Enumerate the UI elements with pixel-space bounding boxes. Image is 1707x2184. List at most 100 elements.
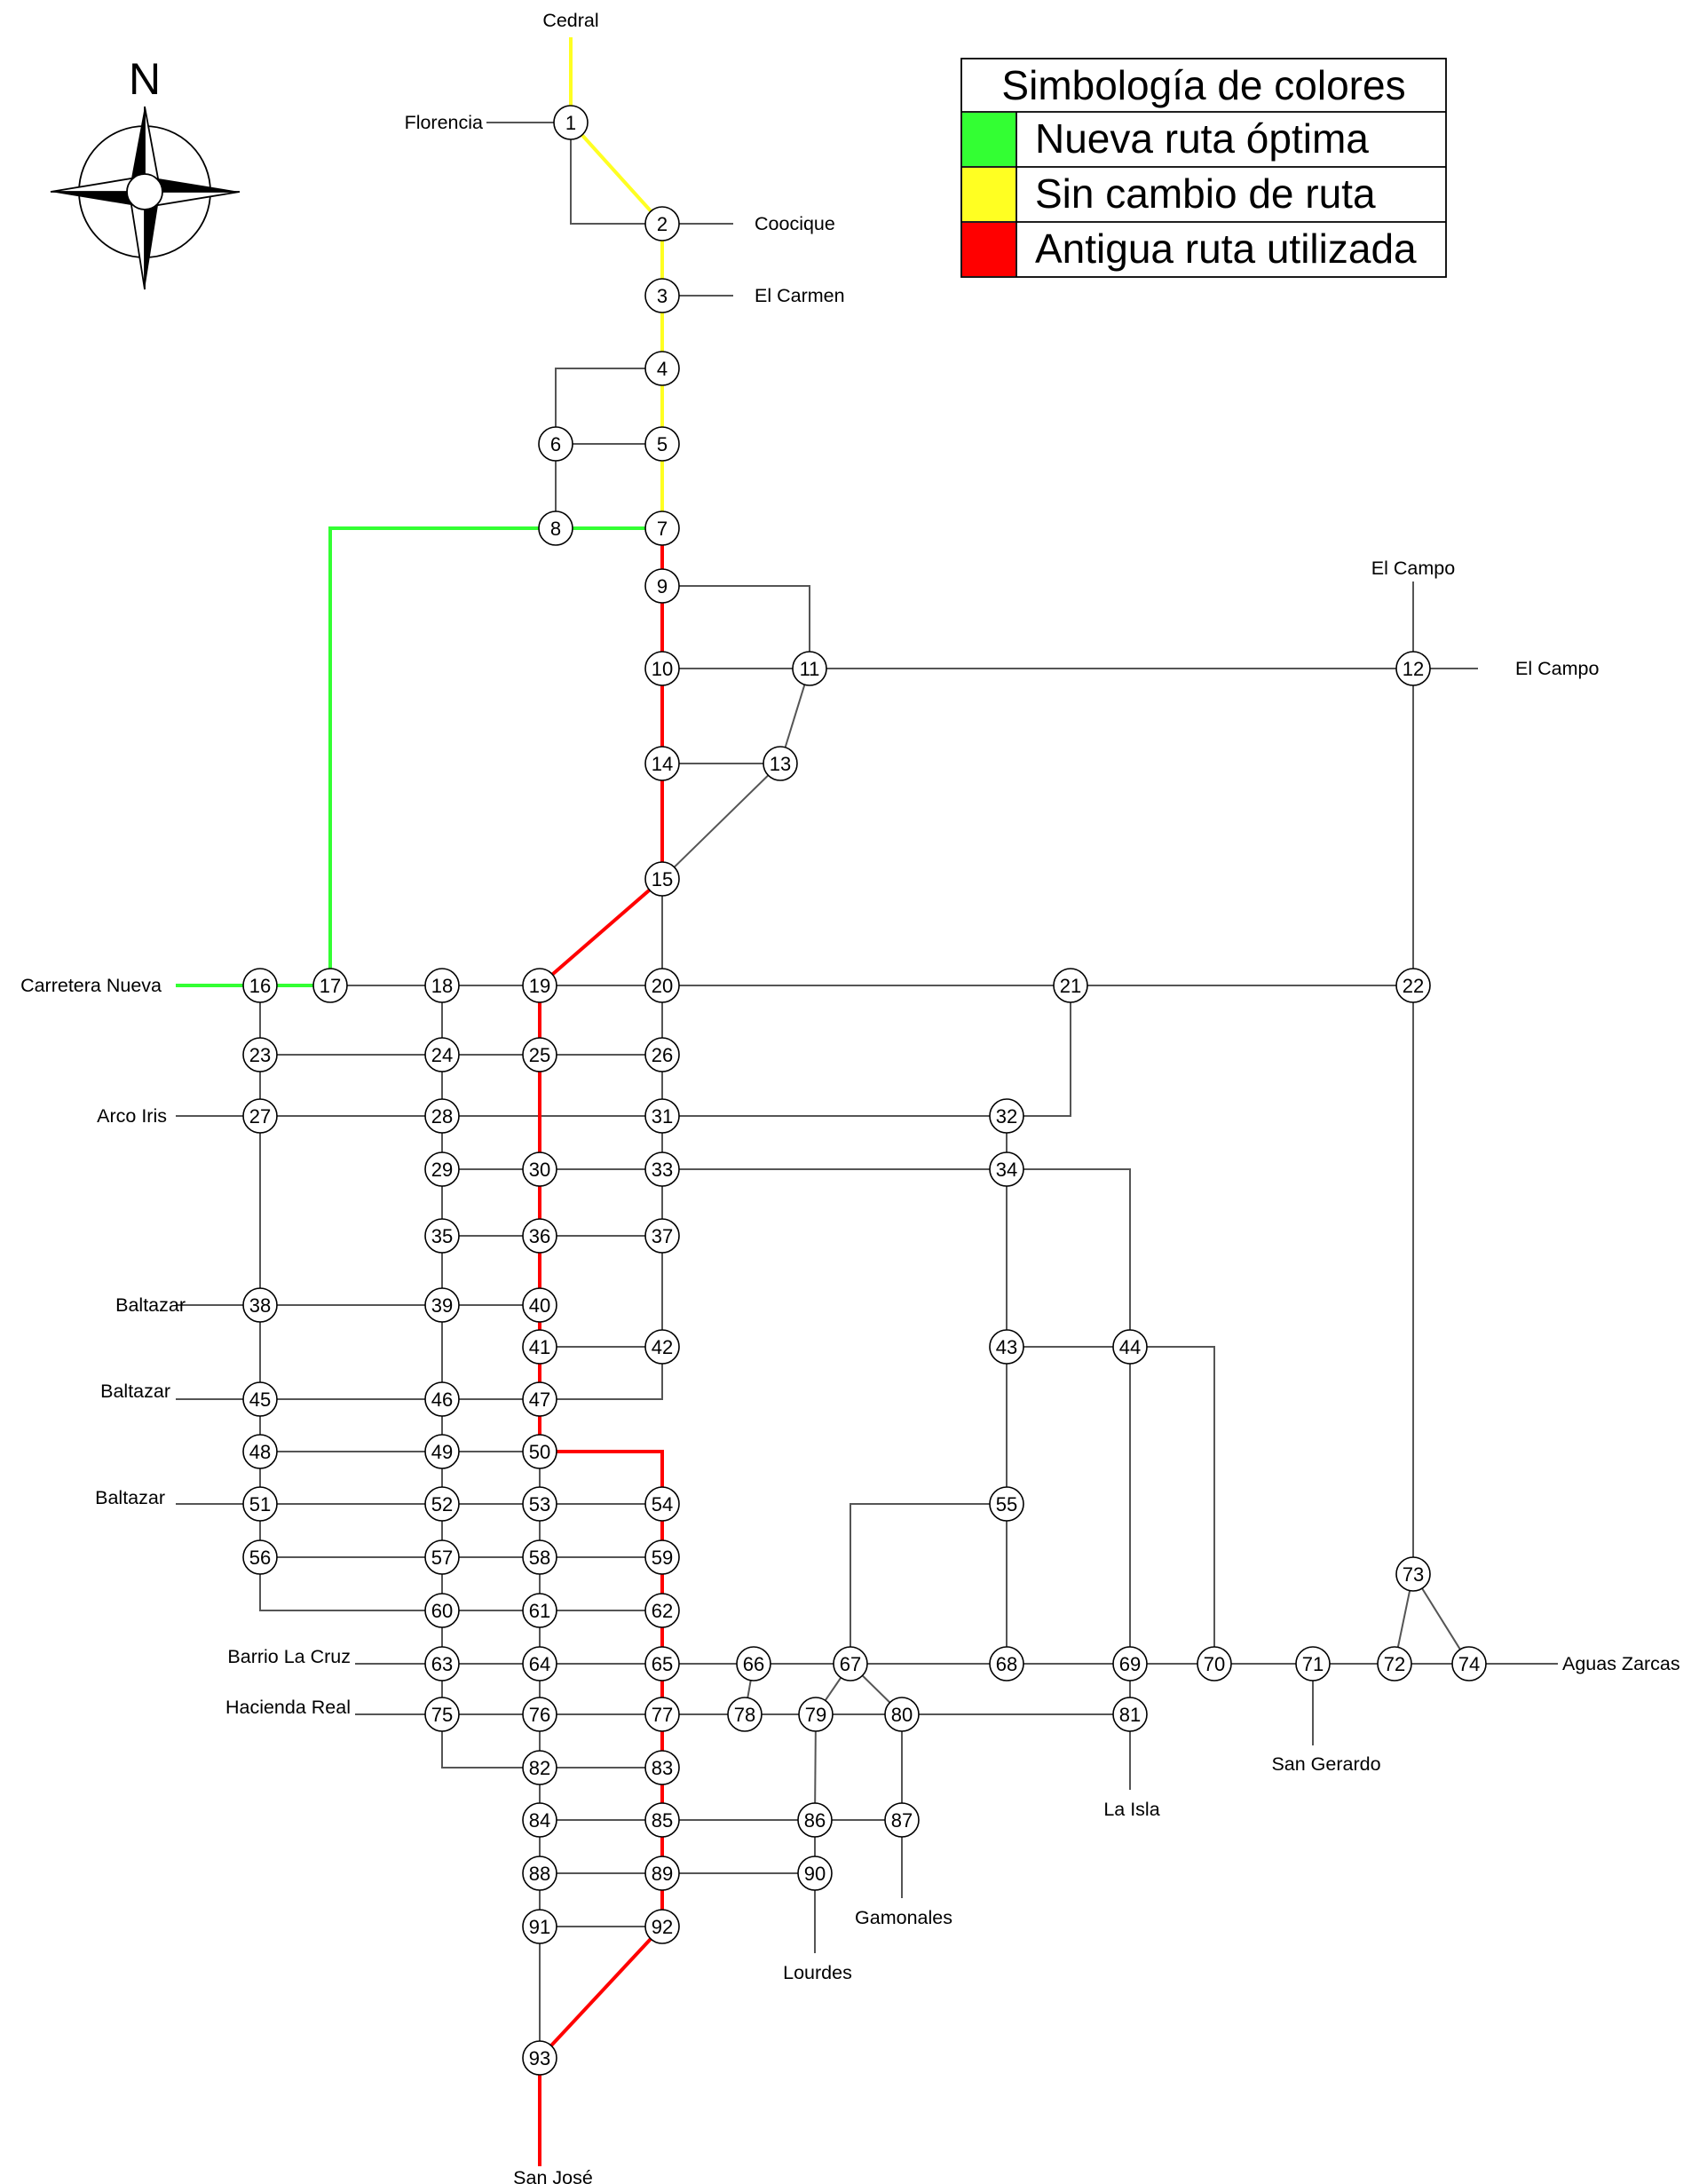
node-34: 34 [989,1151,1024,1187]
node-circle [522,1909,557,1944]
road-edge [259,1557,442,1611]
node-label: 79 [805,1704,826,1726]
node-circle [833,1646,868,1682]
node-21: 21 [1053,968,1088,1003]
node-circle [522,1218,557,1254]
node-label: 14 [652,753,673,775]
road-edge [814,1713,817,1821]
node-15: 15 [644,861,680,897]
node-91: 91 [522,1909,557,1944]
node-label: 73 [1403,1563,1424,1586]
place-label-gamonales: Gamonales [855,1907,952,1928]
node-circle [644,1329,680,1365]
node-78: 78 [727,1697,763,1732]
node-label: 49 [431,1441,453,1463]
node-label: 63 [431,1653,453,1675]
node-circle [522,1434,557,1469]
node-26: 26 [644,1037,680,1072]
node-circle [644,1697,680,1732]
node-label: 58 [529,1547,550,1569]
node-30: 30 [522,1151,557,1187]
node-circle [644,351,680,386]
node-circle [242,1381,278,1417]
node-circle [1395,968,1431,1003]
node-label: 40 [529,1294,550,1317]
node-24: 24 [424,1037,460,1072]
node-6: 6 [538,426,573,462]
node-circle [1451,1646,1487,1682]
node-circle [1112,1329,1148,1365]
node-4: 4 [644,351,680,386]
node-29: 29 [424,1151,460,1187]
node-49: 49 [424,1434,460,1469]
node-label: 65 [652,1653,673,1675]
node-circle [644,1486,680,1522]
node-circle [644,426,680,462]
node-label: 42 [652,1336,673,1358]
node-label: 69 [1119,1653,1141,1675]
node-35: 35 [424,1218,460,1254]
node-label: 10 [652,658,673,680]
node-5: 5 [644,426,680,462]
place-label-arco-iris: Arco Iris [97,1105,167,1127]
node-28: 28 [424,1098,460,1134]
node-33: 33 [644,1151,680,1187]
node-41: 41 [522,1329,557,1365]
node-19: 19 [522,968,557,1003]
node-38: 38 [242,1287,278,1323]
node-label: 2 [657,213,668,235]
node-circle [1395,1556,1431,1592]
node-circle [242,1037,278,1072]
node-16: 16 [242,968,278,1003]
node-circle [553,105,589,140]
place-label-el-campo-e: El Campo [1515,658,1599,679]
node-label: 85 [652,1809,673,1832]
node-circle [522,1381,557,1417]
node-88: 88 [522,1856,557,1891]
node-label: 30 [529,1159,550,1181]
node-label: 67 [840,1653,861,1675]
node-circle [644,1802,680,1838]
node-label: 82 [529,1757,550,1779]
road-edge [555,368,662,444]
node-circle [884,1802,920,1838]
node-label: 1 [565,112,576,134]
node-43: 43 [989,1329,1024,1365]
node-7: 7 [644,510,680,546]
node-66: 66 [736,1646,771,1682]
node-label: 23 [249,1044,271,1066]
node-55: 55 [989,1486,1024,1522]
node-54: 54 [644,1486,680,1522]
node-label: 22 [1403,975,1424,997]
node-label: 45 [249,1389,271,1411]
node-label: 57 [431,1547,453,1569]
node-label: 8 [550,518,561,540]
road-edge [1412,1573,1470,1665]
node-52: 52 [424,1486,460,1522]
node-69: 69 [1112,1646,1148,1682]
node-71: 71 [1295,1646,1331,1682]
node-3: 3 [644,278,680,313]
legend-title: Simbología de colores [1001,62,1405,108]
node-label: 39 [431,1294,453,1317]
node-label: 9 [657,575,668,597]
node-circle [1395,651,1431,686]
node-circle [424,1486,460,1522]
node-circle [522,968,557,1003]
node-circle [797,1802,833,1838]
node-label: 31 [652,1105,673,1128]
node-circle [522,1697,557,1732]
node-77: 77 [644,1697,680,1732]
place-label-san-jose: San José [513,2167,593,2184]
road-edge [661,763,781,880]
node-label: 61 [529,1600,550,1622]
node-label: 51 [249,1493,271,1515]
node-81: 81 [1112,1697,1148,1732]
node-label: 72 [1384,1653,1405,1675]
node-32: 32 [989,1098,1024,1134]
node-circle [644,1593,680,1628]
node-circle [644,206,680,241]
node-23: 23 [242,1037,278,1072]
place-label-la-isla: La Isla [1103,1799,1159,1820]
